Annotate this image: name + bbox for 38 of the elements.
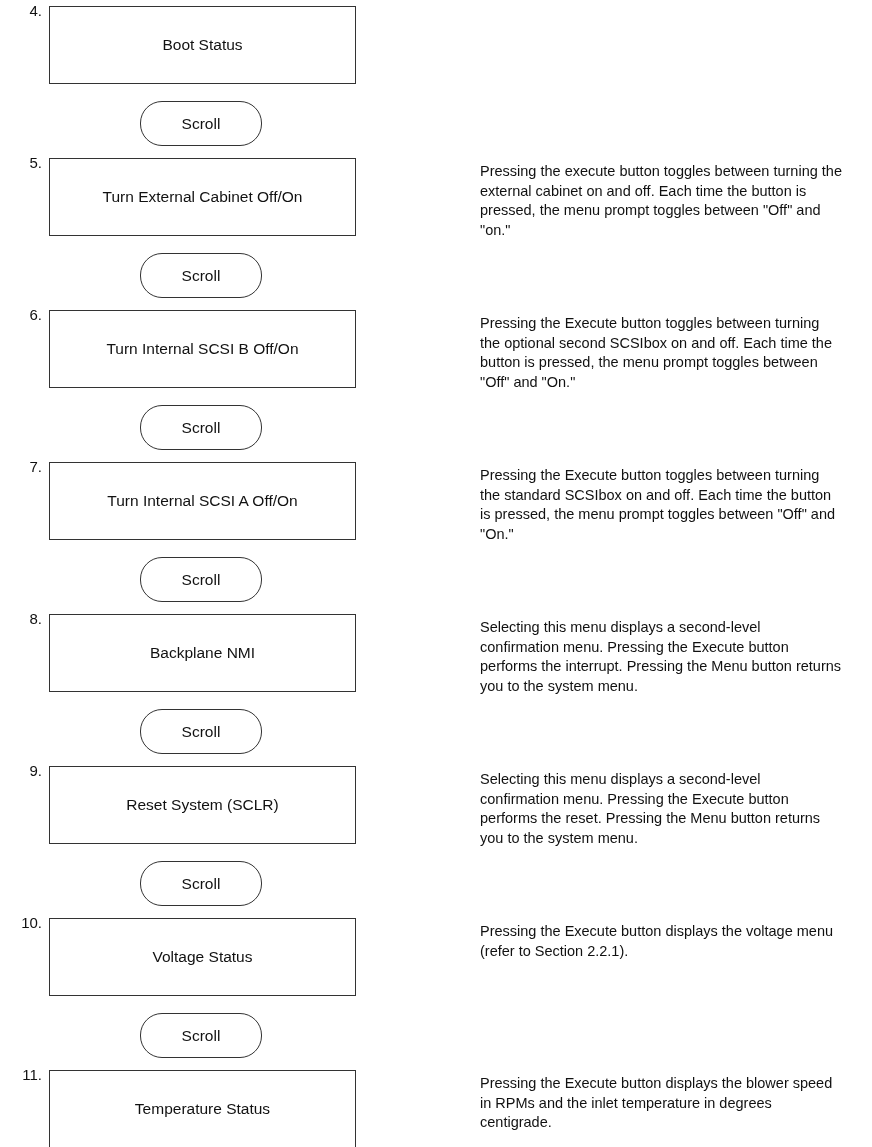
menu-box (49, 1070, 356, 1147)
description-text: Pressing the Execute button displays the voltage menu (refer to Section 2.2.1). (480, 922, 835, 961)
description-text: Pressing the Execute button displays the blower speed in RPMs and the inlet temperature in degrees centigrade. (480, 1074, 834, 1132)
scroll-button: Scroll (140, 709, 262, 754)
description-text: Pressing the Execute button toggles between turning the optional second SCSIbox on and off. Each time the button is pressed, the menu prompt toggles between "Off" and "On." (480, 314, 833, 392)
step-number: 11. (21, 1066, 42, 1083)
menu-box (49, 766, 356, 844)
menu-item-label: Boot Status (162, 36, 243, 54)
step-number: 7. (28, 458, 42, 475)
description-text: Selecting this menu displays a second-level confirmation menu. Pressing the Execute button performs the interrupt. Pressing the Menu button returns you to the system menu. (480, 618, 842, 696)
menu-item-label: Turn Internal SCSI A Off/On (107, 492, 298, 510)
menu-item-label: Backplane NMI (149, 644, 256, 662)
step-number: 9. (28, 762, 42, 779)
description-text: Pressing the Execute button toggles between turning the standard SCSIbox on and off. Each time the button is pressed, the menu prompt toggles between "Off" and "On." (480, 466, 836, 544)
scroll-button: Scroll (140, 861, 262, 906)
menu-item-label: Turn Internal SCSI B Off/On (106, 340, 299, 358)
step-number: 5. (28, 154, 42, 171)
step-number: 8. (28, 610, 42, 627)
menu-item-label: Reset System (SCLR) (126, 796, 279, 814)
menu-box (49, 158, 356, 236)
menu-box (49, 462, 356, 540)
menu-item-label: Temperature Status (134, 1100, 271, 1118)
menu-box (49, 918, 356, 996)
scroll-button: Scroll (140, 405, 262, 450)
scroll-button: Scroll (140, 101, 262, 146)
menu-box (49, 310, 356, 388)
menu-item-label: Voltage Status (152, 948, 253, 966)
description-text: Pressing the execute button toggles between turning the external cabinet on and off. Each time the button is pressed, the menu prompt toggles between "Off" and "on." (480, 162, 842, 240)
description-text: Selecting this menu displays a second-level confirmation menu. Pressing the Execute button performs the reset. Pressing the Menu button returns you to the system menu. (480, 770, 822, 848)
step-number: 10. (20, 914, 42, 931)
menu-item-label: Turn External Cabinet Off/On (102, 188, 303, 206)
menu-box (49, 614, 356, 692)
scroll-button: Scroll (140, 1013, 262, 1058)
menu-box (49, 6, 356, 84)
scroll-button: Scroll (140, 557, 262, 602)
scroll-button: Scroll (140, 253, 262, 298)
step-number: 4. (28, 2, 42, 19)
step-number: 6. (28, 306, 42, 323)
